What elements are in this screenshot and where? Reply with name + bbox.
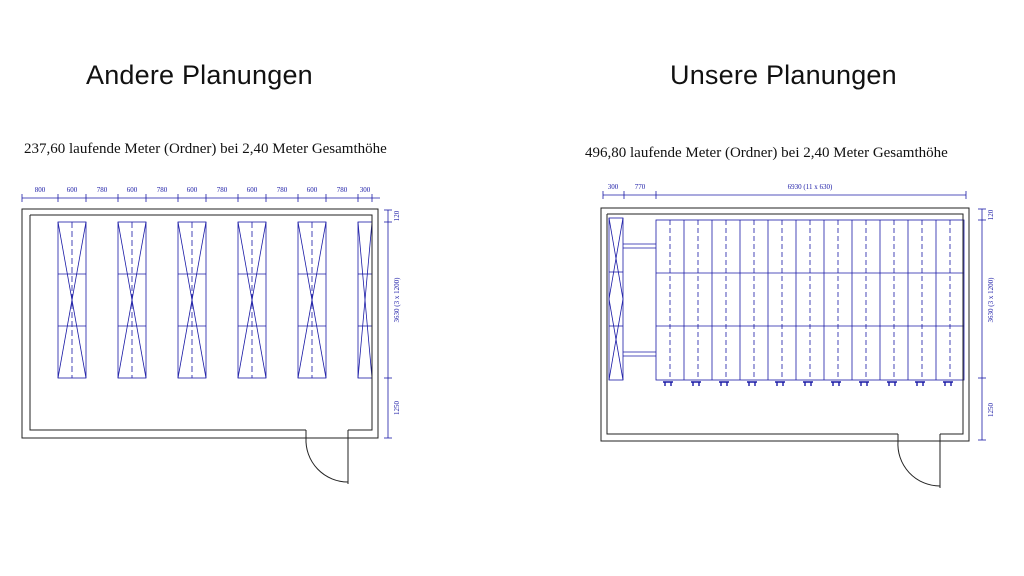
dim-label: 600 xyxy=(67,186,78,194)
right-top-dim-labels: 300 770 6930 (11 x 630) xyxy=(608,183,833,191)
dim-label: 1250 xyxy=(987,403,995,418)
right-crank-handles xyxy=(663,381,953,386)
dim-label: 120 xyxy=(987,209,995,220)
dim-label: 300 xyxy=(360,186,371,194)
dim-label: 120 xyxy=(393,210,401,221)
dim-label: 780 xyxy=(157,186,168,194)
dim-label: 600 xyxy=(127,186,138,194)
dim-label: 800 xyxy=(35,186,46,194)
dim-label: 1250 xyxy=(393,401,401,416)
right-heading: Unsere Planungen xyxy=(670,60,897,90)
dim-label: 3630 (3 x 1200) xyxy=(393,277,401,323)
right-wall-shelf xyxy=(608,217,656,381)
dim-label: 780 xyxy=(337,186,348,194)
dim-label: 780 xyxy=(217,186,228,194)
right-side-dim-labels: 120 3630 (3 x 1200) 1250 xyxy=(987,209,995,417)
left-top-ticks xyxy=(21,194,373,202)
dim-label: 600 xyxy=(187,186,198,194)
right-walls xyxy=(600,207,970,488)
dim-label: 300 xyxy=(608,183,619,191)
left-heading: Andere Planungen xyxy=(86,60,313,90)
dim-label: 780 xyxy=(277,186,288,194)
left-shelf-units xyxy=(57,221,373,379)
left-side-dim-labels: 120 3630 (3 x 1200) 1250 xyxy=(393,210,401,415)
left-top-dim-labels: 800 600 780 600 780 600 780 600 780 600 … xyxy=(35,186,371,194)
dim-label: 770 xyxy=(635,183,646,191)
left-walls xyxy=(21,208,379,484)
left-caption: 237,60 laufende Meter (Ordner) bei 2,40 … xyxy=(24,141,387,157)
dim-label: 600 xyxy=(307,186,318,194)
right-mobile-shelving xyxy=(655,219,965,381)
dim-label: 3630 (3 x 1200) xyxy=(987,277,995,323)
right-caption: 496,80 laufende Meter (Ordner) bei 2,40 … xyxy=(585,145,948,161)
dim-label: 780 xyxy=(97,186,108,194)
dim-label: 600 xyxy=(247,186,258,194)
dim-label: 6930 (11 x 630) xyxy=(788,183,833,191)
